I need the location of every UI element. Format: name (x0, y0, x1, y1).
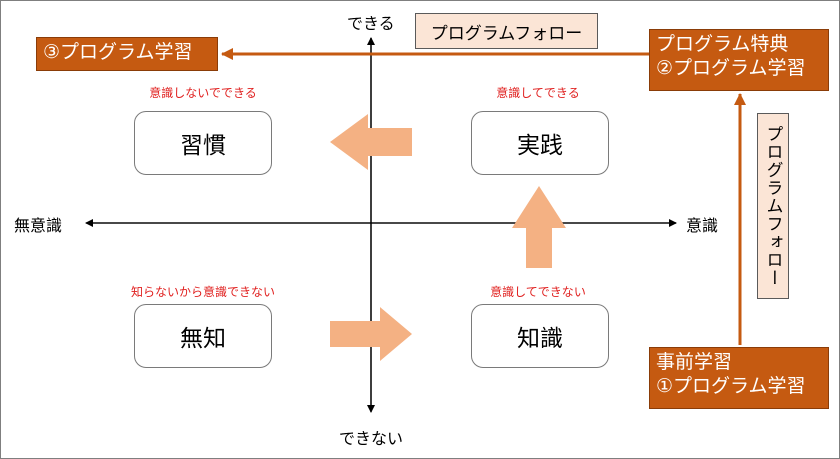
caption-knowledge: 意識してできない (490, 285, 586, 299)
quadrant-knowledge: 知識 (471, 304, 609, 368)
program-study-3-label: ③プログラム学習 (43, 41, 193, 63)
program-follow-label-vertical: プログラムフォロー (757, 113, 789, 299)
pre-study-label: 事前学習 (656, 351, 733, 373)
block-arrow-right (330, 307, 412, 361)
program-study-2-label: ②プログラム学習 (656, 57, 806, 79)
pre-study-box: 事前学習 ①プログラム学習 (649, 347, 829, 409)
program-benefit-label: プログラム特典 (656, 33, 789, 55)
program-study-1-label: ①プログラム学習 (656, 375, 806, 397)
caption-habit: 意識しないでできる (149, 86, 257, 100)
quadrant-habit: 習慣 (134, 111, 272, 175)
axis-label-bottom: できない (339, 429, 404, 448)
block-arrow-left (330, 114, 412, 170)
caption-ignorance: 知らないから意識できない (130, 285, 275, 299)
program-follow-label-horizontal: プログラムフォロー (415, 13, 598, 49)
axis-label-top: できる (347, 14, 395, 33)
program-study-3-box: ③プログラム学習 (36, 37, 218, 71)
axis-label-left: 無意識 (14, 216, 63, 235)
program-benefit-box: プログラム特典 ②プログラム学習 (649, 29, 829, 91)
block-arrow-up (512, 186, 566, 268)
quadrant-ignorance: 無知 (134, 304, 272, 368)
axis-label-right: 意識 (686, 216, 719, 235)
quadrant-practice: 実践 (471, 111, 609, 175)
caption-practice: 意識してできる (496, 86, 580, 100)
